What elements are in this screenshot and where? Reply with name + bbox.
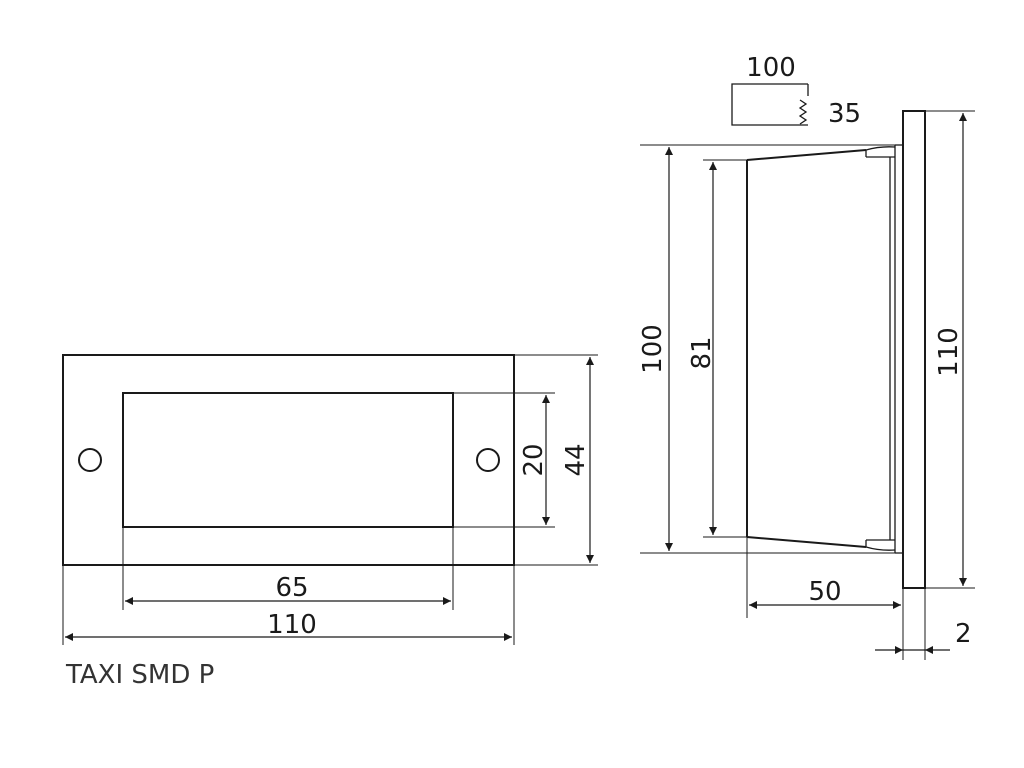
- dim-inner-width-label: 65: [275, 573, 308, 603]
- dim-outer-height: 44: [561, 357, 594, 563]
- side-view: 100 81 110 50 2: [638, 53, 975, 660]
- dim-housing-height-label: 81: [687, 336, 717, 369]
- left-screw-hole: [78, 448, 102, 472]
- dim-plate-height-label: 110: [934, 327, 964, 377]
- front-view: 65 110 20 44 TAXI SMD P: [62, 354, 598, 690]
- dim-inner-width: 65: [125, 573, 451, 605]
- dim-body-height-label: 100: [638, 324, 668, 374]
- dim-outer-width-label: 110: [267, 610, 317, 640]
- cutout-width-label: 100: [746, 53, 796, 83]
- cutout-depth-label: 35: [828, 99, 861, 129]
- dim-inner-height: 20: [519, 395, 550, 525]
- dim-plate-thickness-label: 2: [955, 619, 972, 649]
- right-screw-hole: [476, 448, 500, 472]
- dim-outer-height-label: 44: [561, 443, 591, 476]
- dim-body-height: 100: [638, 147, 673, 551]
- front-inner-window: [122, 392, 454, 528]
- dim-plate-height: 110: [934, 113, 967, 586]
- dim-outer-width: 110: [65, 610, 512, 641]
- dim-plate-thickness: 2: [875, 619, 972, 654]
- product-name: TAXI SMD P: [65, 660, 214, 690]
- cutout-detail: 100 35: [731, 53, 861, 129]
- side-housing: [746, 146, 896, 551]
- dim-inner-height-label: 20: [519, 443, 549, 476]
- side-front-plate: [902, 110, 926, 589]
- dim-housing-height: 81: [687, 162, 717, 535]
- front-outer-frame: [62, 354, 515, 566]
- dim-depth-label: 50: [808, 577, 841, 607]
- dim-depth: 50: [749, 577, 901, 609]
